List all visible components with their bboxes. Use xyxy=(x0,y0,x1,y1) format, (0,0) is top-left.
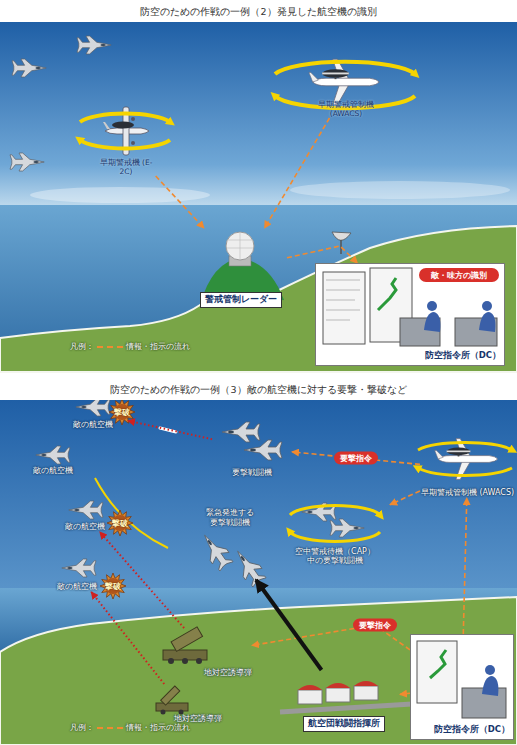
enemy-aircraft: 敵の航空機 xyxy=(50,498,120,532)
pill-text: 敵・味方の識別 xyxy=(431,270,487,281)
command-post-label: 防空指令所（DC） xyxy=(434,724,510,736)
flow-arrow xyxy=(287,246,357,263)
missile-track xyxy=(128,421,212,440)
aircraft-label: 要撃戦闘機 xyxy=(232,468,272,478)
panel-heading: 防空のための作戦の一例（2）発見した航空機の識別 xyxy=(140,6,376,19)
legend-text: 情報・指示の流れ xyxy=(126,341,190,352)
flow-arrow xyxy=(292,452,420,465)
panel-heading: 防空のための作戦の一例（3）敵の航空機に対する要撃・撃破など xyxy=(110,384,406,397)
wing-command-post: 航空団戦闘指揮所 xyxy=(288,670,400,732)
aircraft-label: 早期警戒管制機 (AWACS) xyxy=(305,100,387,118)
scene-bottom xyxy=(0,398,517,745)
order-pill: 要撃指令 xyxy=(353,619,397,632)
flow-arrow xyxy=(156,176,204,228)
missile-track xyxy=(100,532,184,628)
battery-label: 地対空誘導弾 xyxy=(204,668,252,678)
scramble-arrow xyxy=(256,580,321,670)
command-post: 防空指令所（DC） 敵・味方の識別 xyxy=(315,263,505,366)
legend-text: 情報・指示の流れ xyxy=(126,722,190,733)
missile-battery: 地対空誘導弾 xyxy=(160,628,252,678)
aircraft-node: 早期警戒管制機 (AWACS) xyxy=(305,62,387,118)
interceptor-node: 要撃戦闘機 xyxy=(212,418,292,478)
burst-label: 撃破 xyxy=(112,518,128,529)
aircraft-label: 敵の航空機 xyxy=(57,582,97,592)
aircraft-label: 早期警戒管制機 (AWACS) xyxy=(421,488,514,498)
enemy-aircraft: 敵の航空機 xyxy=(18,442,88,476)
burst-label: 撃破 xyxy=(114,407,130,418)
legend-title: 凡例： xyxy=(70,341,94,352)
aircraft-label: 敵の航空機 xyxy=(73,420,113,430)
legend-title: 凡例： xyxy=(70,722,94,733)
radar-node: 警戒管制レーダー xyxy=(195,228,287,308)
aircraft-label: 空中警戒待機（CAP） 中の要撃戦闘機 xyxy=(280,547,390,566)
burst-label: 撃破 xyxy=(105,581,121,592)
flow-arrow xyxy=(390,491,420,505)
command-post-label: 防空指令所（DC） xyxy=(425,350,501,362)
aircraft-label: 敵の航空機 xyxy=(65,522,105,532)
missile-track xyxy=(91,592,164,684)
battery-label: 地対空誘導弾 xyxy=(174,714,222,724)
command-post: 防空指令所（DC） xyxy=(410,634,514,740)
flow-arrow xyxy=(463,498,467,634)
aircraft-label: 早期警戒機 (E-2C) xyxy=(95,158,157,176)
aircraft-node: 早期警戒機 (E-2C) xyxy=(95,112,157,176)
legend-swatch xyxy=(97,346,123,348)
command-post-label: 航空団戦闘指揮所 xyxy=(303,716,385,732)
aircraft-node: 早期警戒管制機 (AWACS) xyxy=(420,440,515,498)
flow-arrow xyxy=(400,693,410,694)
interceptor-node: 空中警戒待機（CAP） 中の要撃戦闘機 xyxy=(280,494,390,566)
missile-battery: 地対空誘導弾 xyxy=(138,684,222,724)
radar-label: 警戒管制レーダー xyxy=(200,292,282,308)
aircraft-label: 敵の航空機 xyxy=(33,466,73,476)
panel-frame: 防空のための作戦の一例（2）発見した航空機の識別早期警戒機 (E-2C) 早期警戒… xyxy=(0,0,517,375)
order-pill: 要撃指令 xyxy=(334,452,378,465)
panel-frame: 防空のための作戦の一例（3）敵の航空機に対する要撃・撃破など敵の航空機敵の航空機… xyxy=(0,378,517,745)
enemy-aircraft: 敵の航空機 xyxy=(42,556,112,592)
status-pill: 敵・味方の識別 xyxy=(419,268,499,282)
legend-row: 凡例： 情報・指示の流れ xyxy=(70,722,190,733)
legend-swatch xyxy=(97,727,123,729)
interceptor-node: 緊急発進する 要撃戦闘機 xyxy=(190,508,270,580)
scene-top xyxy=(0,22,517,373)
aircraft-label: 緊急発進する 要撃戦闘機 xyxy=(190,508,270,527)
legend-row: 凡例： 情報・指示の流れ xyxy=(70,341,190,352)
flow-arrow xyxy=(265,118,330,228)
